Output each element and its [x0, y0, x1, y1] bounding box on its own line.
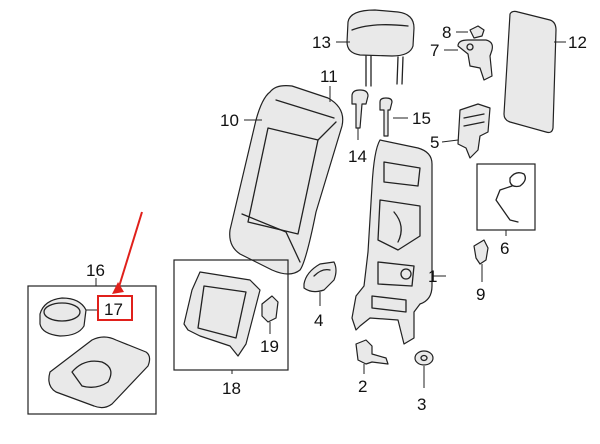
- armrest-box: [27, 285, 157, 415]
- trim-panel-part: [183, 271, 261, 357]
- cup-holder-part: [39, 297, 87, 337]
- highlight-arrow-head: [112, 282, 124, 294]
- cable-box: [476, 163, 536, 231]
- headrest-guide-15-part: [379, 97, 393, 137]
- callout-12: 12: [568, 33, 587, 52]
- latch-bracket-part: [457, 39, 493, 81]
- part-17-highlight-box: [97, 295, 133, 321]
- bolt-part: [355, 339, 389, 365]
- armrest-part: [48, 336, 151, 409]
- seat-back-cushion-part: [229, 85, 344, 275]
- callout-3: 3: [417, 395, 426, 414]
- callout-10: 10: [220, 111, 239, 130]
- callout-17: 17: [104, 300, 123, 319]
- callout-1: 1: [428, 267, 437, 286]
- latch-part: [457, 103, 491, 159]
- trim-panel-box: [173, 259, 289, 371]
- small-clip-part: [473, 239, 489, 265]
- cable-part: [495, 172, 526, 223]
- highlight-arrow-shaft: [117, 211, 143, 291]
- callout-14: 14: [348, 147, 367, 166]
- callout-5: 5: [430, 133, 439, 152]
- callout-2: 2: [358, 377, 367, 396]
- callout-16: 16: [86, 261, 105, 280]
- callout-15: 15: [412, 109, 431, 128]
- headrest-part: [346, 9, 415, 87]
- callout-8: 8: [442, 23, 451, 42]
- washer-part: [414, 350, 434, 366]
- headrest-guide-14-part: [351, 89, 369, 129]
- back-panel-part: [503, 10, 557, 134]
- bezel-part: [303, 261, 337, 293]
- callout-18: 18: [222, 379, 241, 398]
- callout-13: 13: [312, 33, 331, 52]
- callout-11: 11: [320, 67, 338, 86]
- callout-6: 6: [500, 239, 509, 258]
- callout-9: 9: [476, 285, 485, 304]
- callout-4: 4: [314, 311, 323, 330]
- leader-5: [441, 139, 459, 143]
- clip-part: [469, 25, 485, 39]
- callout-19: 19: [260, 337, 279, 356]
- callout-7: 7: [430, 41, 439, 60]
- seat-back-frame-part: [351, 139, 433, 345]
- trim-clip-part: [261, 295, 279, 323]
